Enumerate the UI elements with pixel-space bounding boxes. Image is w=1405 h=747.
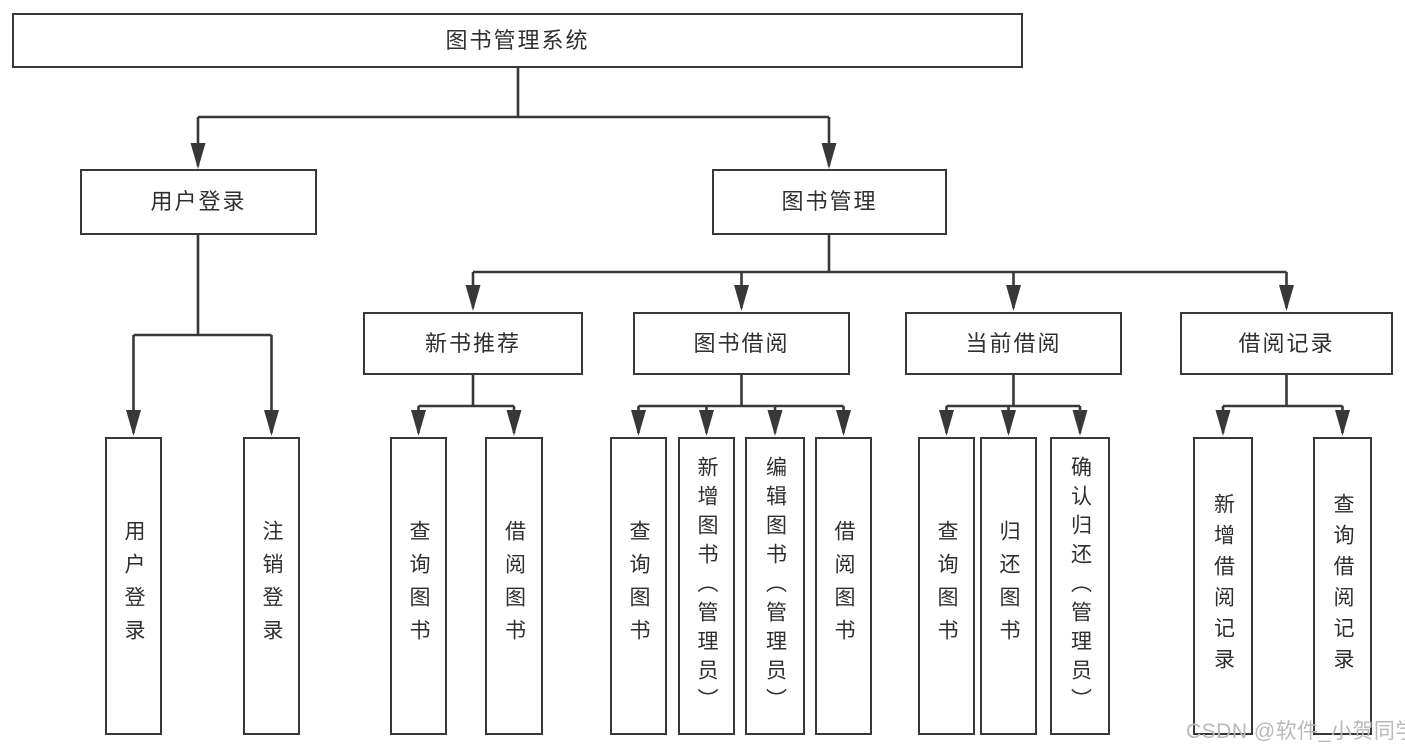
node-label-new-book-recommend: 新书推荐 bbox=[424, 330, 521, 356]
node-label-book-management: 图书管理 bbox=[781, 189, 878, 214]
node-label-borrow-borrow: 借阅图书 bbox=[832, 520, 855, 652]
node-label-borrow-query: 查询图书 bbox=[627, 520, 650, 652]
node-label-current-query: 查询图书 bbox=[935, 520, 958, 652]
node-label-records-add: 新增借阅记录 bbox=[1211, 493, 1235, 679]
node-label-book-borrowing: 图书借阅 bbox=[693, 330, 790, 356]
node-label-current-borrowing: 当前借阅 bbox=[965, 330, 1062, 356]
node-logout: 注销登录 bbox=[243, 437, 300, 735]
node-label-current-confirm-admin: 确认归还（管理员） bbox=[1068, 455, 1092, 717]
node-label-borrow-add-admin: 新增图书（管理员） bbox=[695, 455, 718, 717]
node-book-borrowing: 图书借阅 bbox=[633, 312, 850, 375]
node-newbook-borrow: 借阅图书 bbox=[485, 437, 543, 735]
node-label-borrowing-records: 借阅记录 bbox=[1238, 330, 1335, 356]
node-label-newbook-query: 查询图书 bbox=[407, 520, 430, 652]
node-records-query: 查询借阅记录 bbox=[1313, 437, 1372, 735]
node-borrow-add-admin: 新增图书（管理员） bbox=[678, 437, 735, 735]
node-new-book-recommend: 新书推荐 bbox=[363, 312, 583, 375]
node-newbook-query: 查询图书 bbox=[390, 437, 447, 735]
node-borrow-edit-admin: 编辑图书（管理员） bbox=[745, 437, 805, 735]
node-label-system-root: 图书管理系统 bbox=[445, 27, 590, 53]
node-book-management: 图书管理 bbox=[712, 169, 947, 235]
node-label-user-login-leaf: 用户登录 bbox=[122, 520, 145, 652]
node-label-user-login: 用户登录 bbox=[150, 189, 247, 214]
node-borrowing-records: 借阅记录 bbox=[1180, 312, 1393, 375]
node-current-confirm-admin: 确认归还（管理员） bbox=[1050, 437, 1110, 735]
node-label-records-query: 查询借阅记录 bbox=[1331, 493, 1354, 679]
node-user-login: 用户登录 bbox=[80, 169, 317, 235]
node-user-login-leaf: 用户登录 bbox=[105, 437, 162, 735]
node-system-root: 图书管理系统 bbox=[12, 13, 1023, 68]
node-borrow-query: 查询图书 bbox=[610, 437, 667, 735]
node-current-query: 查询图书 bbox=[918, 437, 975, 735]
node-label-current-return: 归还图书 bbox=[997, 520, 1020, 652]
node-label-newbook-borrow: 借阅图书 bbox=[502, 520, 526, 652]
node-label-logout: 注销登录 bbox=[260, 520, 283, 652]
node-label-borrow-edit-admin: 编辑图书（管理员） bbox=[763, 455, 787, 717]
node-current-return: 归还图书 bbox=[980, 437, 1037, 735]
node-borrow-borrow: 借阅图书 bbox=[815, 437, 872, 735]
node-records-add: 新增借阅记录 bbox=[1193, 437, 1253, 735]
node-current-borrowing: 当前借阅 bbox=[905, 312, 1122, 375]
csdn-watermark: CSDN @软件_小贺同学 bbox=[1186, 720, 1405, 743]
